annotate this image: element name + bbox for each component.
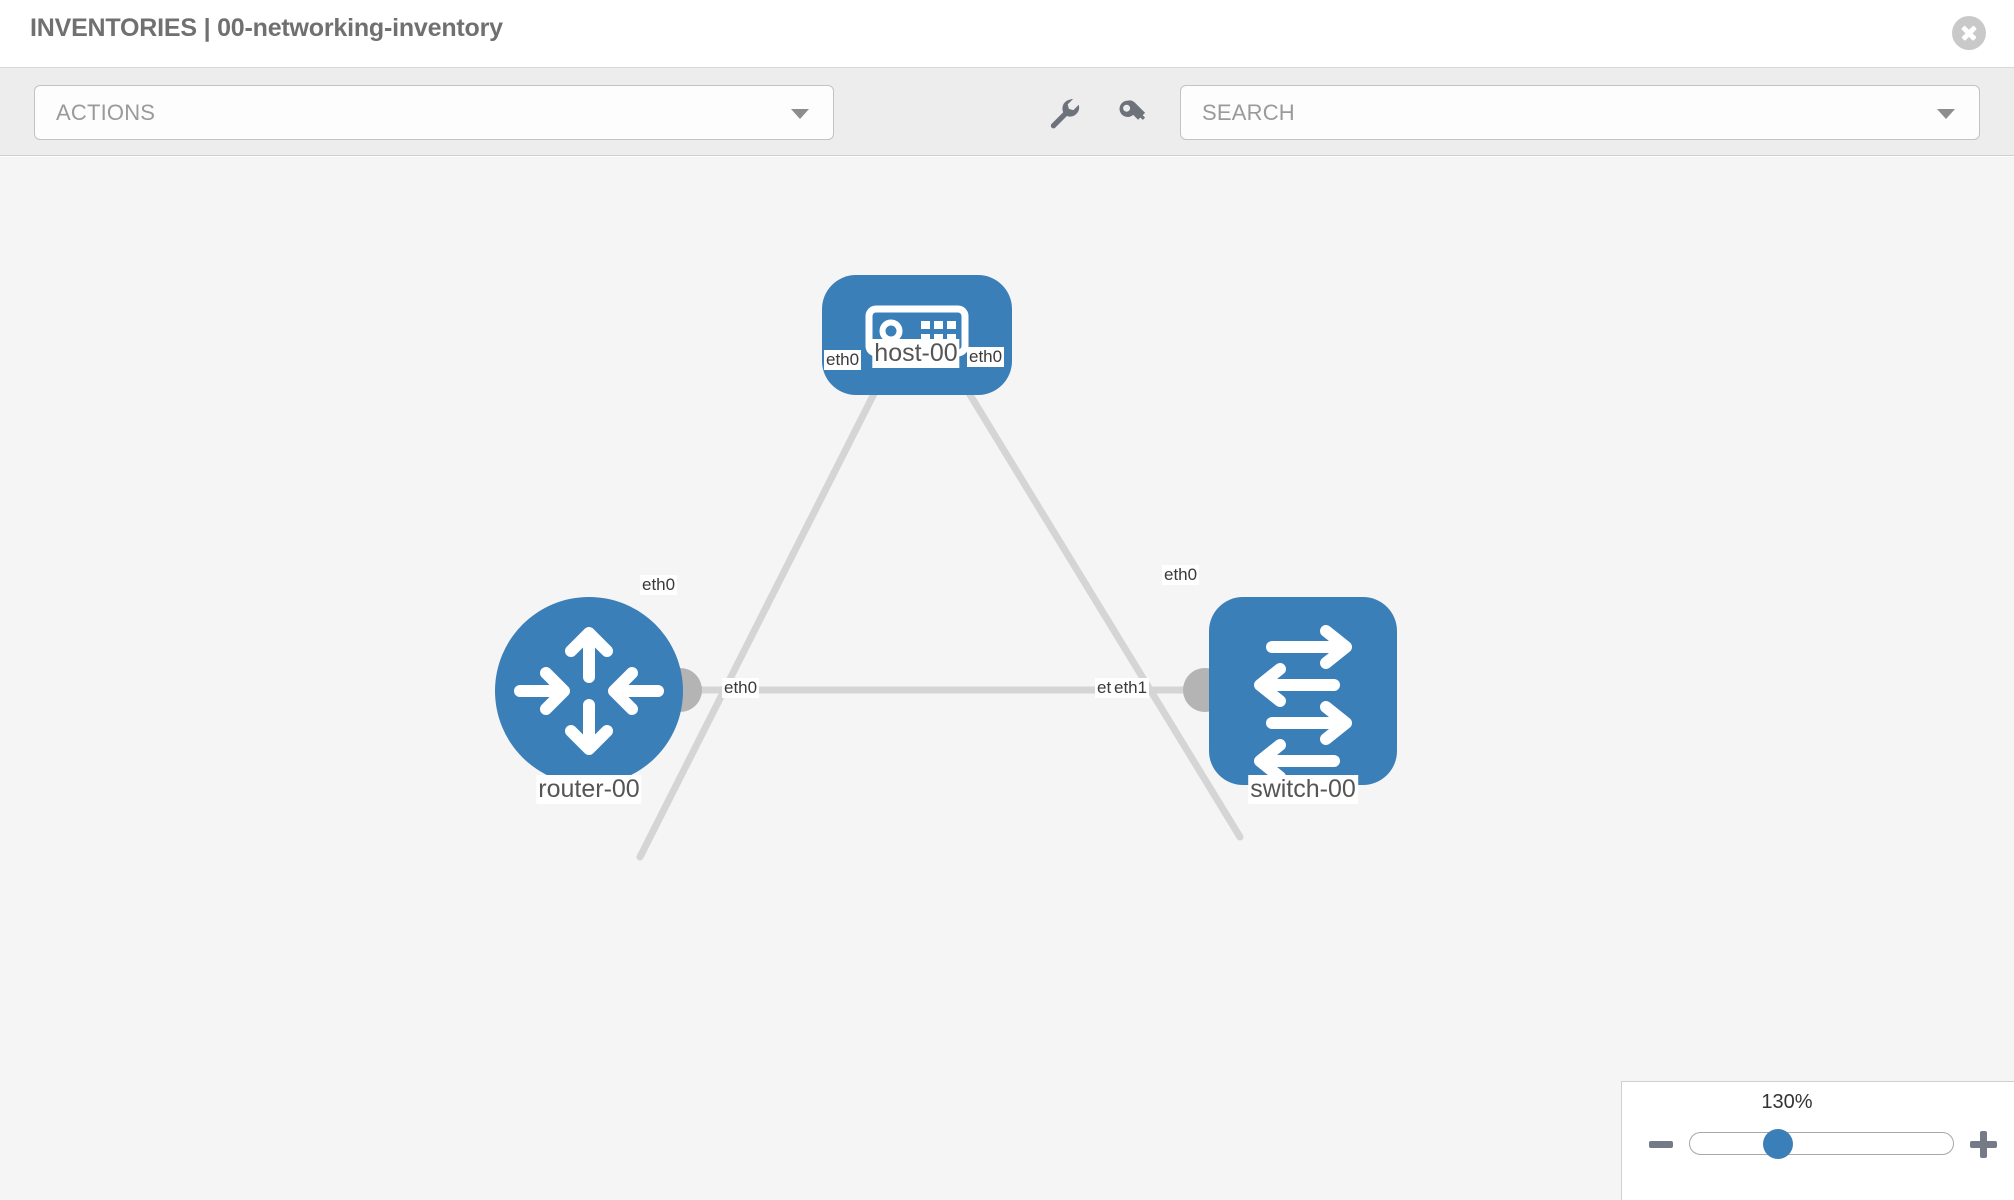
- server-icon: [865, 305, 969, 357]
- node-label-switch-00: switch-00: [1248, 775, 1358, 804]
- node-host-00: [822, 275, 1012, 395]
- key-icon[interactable]: [1114, 95, 1150, 131]
- node-switch-00: [1209, 597, 1397, 785]
- page-header: INVENTORIES | 00-networking-inventory: [0, 0, 2014, 68]
- chevron-down-icon: [791, 109, 809, 119]
- search-input[interactable]: SEARCH: [1180, 85, 1980, 140]
- link-host-router: [636, 358, 894, 861]
- node-label-host-00: host-00: [872, 339, 960, 368]
- port-label: eth0: [722, 678, 760, 698]
- wrench-icon[interactable]: [1046, 95, 1082, 131]
- port-label: eth1: [1112, 678, 1150, 698]
- topology-canvas[interactable]: eth0 eth0 eth0 eth0 eth0 eth0 eth1 host-…: [0, 157, 2014, 1200]
- node-router-00: [495, 597, 683, 785]
- links-layer: [636, 358, 1244, 861]
- port-label: eth0: [640, 575, 678, 595]
- page-title: INVENTORIES | 00-networking-inventory: [30, 14, 503, 42]
- zoom-level-label: 130%: [1761, 1091, 1813, 1113]
- topology-graph: [495, 275, 1397, 861]
- port-label: eth0: [967, 347, 1005, 367]
- minus-icon[interactable]: [1649, 1141, 1673, 1148]
- plus-icon[interactable]: [1970, 1131, 1997, 1158]
- search-placeholder: SEARCH: [1202, 100, 1295, 125]
- chevron-down-icon: [1937, 109, 1955, 119]
- switch-arrows-icon: [1254, 625, 1352, 783]
- actions-dropdown-label: ACTIONS: [56, 100, 156, 125]
- zoom-control-panel: 130%: [1621, 1081, 2014, 1200]
- close-icon[interactable]: [1952, 16, 1986, 50]
- node-label-router-00: router-00: [536, 775, 642, 804]
- port-label: eth0: [1162, 565, 1200, 585]
- port-label: eth0: [824, 350, 862, 370]
- router-arrows-icon: [514, 627, 664, 755]
- zoom-slider-track[interactable]: [1689, 1132, 1954, 1155]
- link-host-switch: [946, 358, 1244, 841]
- toolbar: ACTIONS SEARCH: [0, 68, 2014, 156]
- actions-dropdown[interactable]: ACTIONS: [34, 85, 834, 140]
- zoom-slider-thumb[interactable]: [1763, 1129, 1793, 1159]
